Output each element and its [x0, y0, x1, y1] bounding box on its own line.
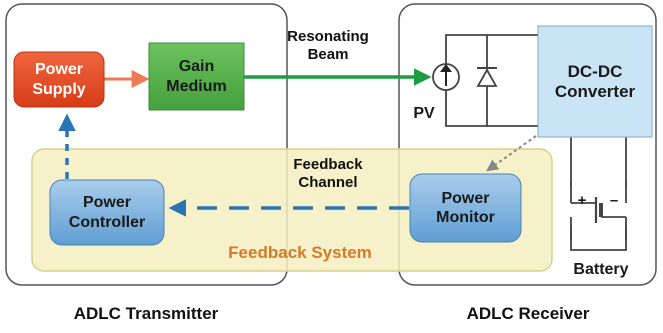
- dcdc-converter-label: DC-DC Converter: [554, 61, 636, 101]
- pv-label: PV: [413, 105, 435, 123]
- battery-label: Battery: [573, 261, 629, 279]
- power-supply-label: Power Supply: [32, 61, 86, 98]
- power-monitor-label: Power Monitor: [436, 189, 495, 226]
- battery-minus-sign: –: [609, 192, 619, 209]
- gain-medium-box: [148, 42, 245, 111]
- photovoltaic-current-source-icon: [432, 63, 460, 91]
- power-monitor-box: [409, 173, 522, 243]
- feedback-channel-label: Feedback Channel: [293, 156, 363, 191]
- power-controller-label: Power Controller: [68, 194, 146, 231]
- power-supply-box: [13, 51, 105, 108]
- power-controller-box: [49, 179, 165, 246]
- resonating-beam-label: Resonating Beam: [287, 28, 369, 63]
- converter-to-monitor-arrow: [486, 135, 537, 172]
- transmitter-caption: ADLC Transmitter: [73, 303, 219, 323]
- battery-plus-sign: +: [577, 192, 587, 209]
- receiver-caption: ADLC Receiver: [466, 303, 590, 323]
- diode-icon: [476, 67, 498, 87]
- dcdc-converter-box: [537, 25, 653, 138]
- feedback-system-label: Feedback System: [228, 242, 372, 262]
- receiver-outline: [398, 3, 657, 286]
- battery-icon: [570, 182, 627, 240]
- transmitter-outline: [5, 3, 288, 286]
- gain-medium-label: Gain Medium: [166, 58, 227, 95]
